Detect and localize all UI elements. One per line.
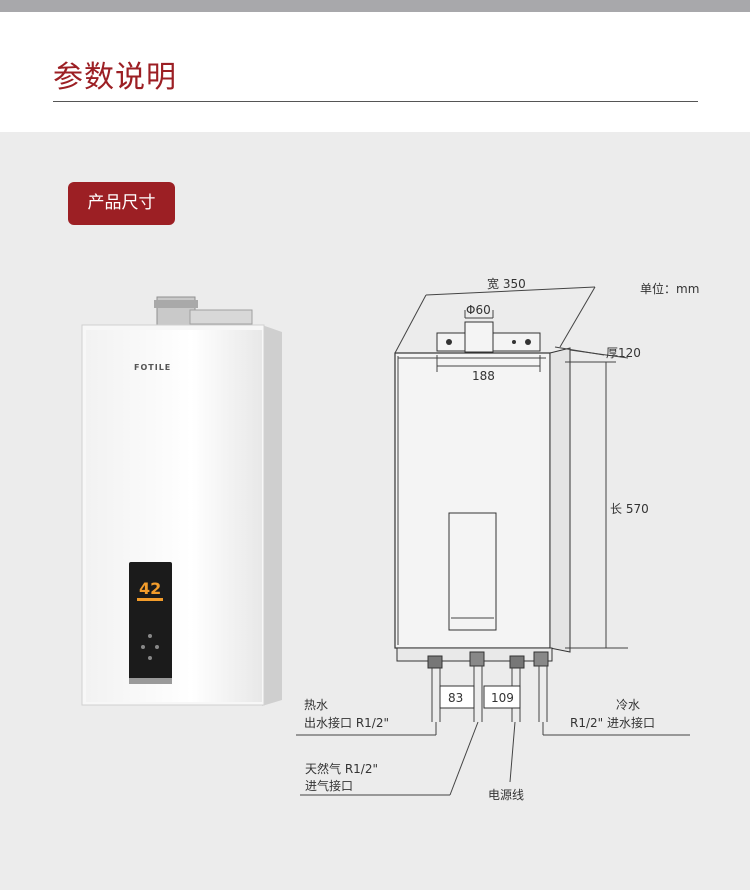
header	[0, 12, 750, 132]
cold-water-inlet-label: R1/2" 进水接口	[570, 715, 655, 730]
water-heater-photo: FOTILE 42	[81, 296, 282, 706]
hot-water-label: 热水	[304, 698, 328, 712]
depth-label: 厚120	[606, 346, 641, 360]
spacing-83-label: 83	[448, 691, 463, 705]
width-label: 宽 350	[487, 276, 526, 291]
length-label: 长 570	[610, 502, 649, 516]
section-badge: 产品尺寸	[68, 182, 175, 225]
bracket-width-label: 188	[472, 369, 495, 383]
dimension-diagram	[296, 286, 690, 796]
gas-label: 天然气 R1/2"	[305, 761, 378, 776]
brand-logo: FOTILE	[134, 363, 171, 372]
gas-inlet-label: 进气接口	[305, 778, 353, 793]
power-cord-label: 电源线	[488, 788, 524, 802]
spacing-109-label: 109	[491, 691, 514, 705]
hot-water-outlet-label: 出水接口 R1/2"	[304, 715, 389, 730]
temperature-display: 42	[139, 579, 161, 598]
top-bar	[0, 0, 750, 12]
flue-diameter-label: Φ60	[466, 303, 491, 317]
cold-water-label: 冷水	[616, 698, 640, 712]
control-panel	[129, 562, 172, 684]
unit-label: 单位：mm	[640, 281, 699, 296]
page-title: 参数说明	[53, 60, 177, 95]
title-divider	[53, 101, 698, 102]
